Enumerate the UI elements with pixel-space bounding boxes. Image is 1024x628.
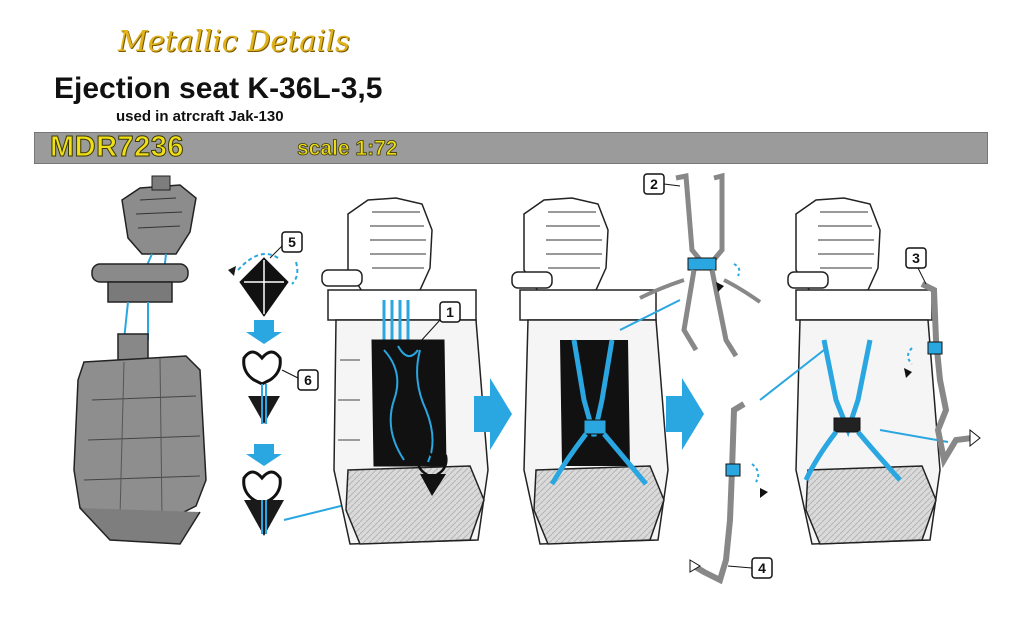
scale-label: scale 1:72	[297, 137, 398, 161]
seat-step-3	[759, 197, 949, 545]
svg-text:6: 6	[304, 372, 312, 388]
arrow-right-2	[666, 378, 704, 450]
seat-step-1	[321, 197, 489, 545]
callout-4: 4	[727, 557, 773, 579]
callout-6: 6	[281, 369, 319, 391]
page-title: Ejection seat K-36L-3,5	[54, 72, 383, 105]
arrow-right-1	[474, 378, 512, 450]
part-3-strap	[904, 281, 981, 469]
svg-text:4: 4	[758, 560, 766, 576]
callout-3: 3	[905, 247, 927, 285]
seat-step-2	[511, 197, 681, 545]
header-bar	[34, 132, 988, 164]
svg-text:1: 1	[446, 304, 454, 320]
exploded-seat	[73, 175, 207, 545]
page-subtitle: used in atrcraft Jak-130	[116, 108, 284, 125]
callout-5: 5	[269, 231, 303, 259]
callout-2: 2	[643, 173, 681, 195]
part-2-harness	[639, 172, 762, 358]
svg-text:2: 2	[650, 176, 658, 192]
callout-1: 1	[419, 301, 461, 343]
svg-text:5: 5	[288, 234, 296, 250]
part-4-strap	[689, 401, 768, 585]
product-code: MDR7236	[49, 131, 185, 164]
brand-logo: Metallic Details	[118, 24, 350, 58]
svg-text:3: 3	[912, 250, 920, 266]
